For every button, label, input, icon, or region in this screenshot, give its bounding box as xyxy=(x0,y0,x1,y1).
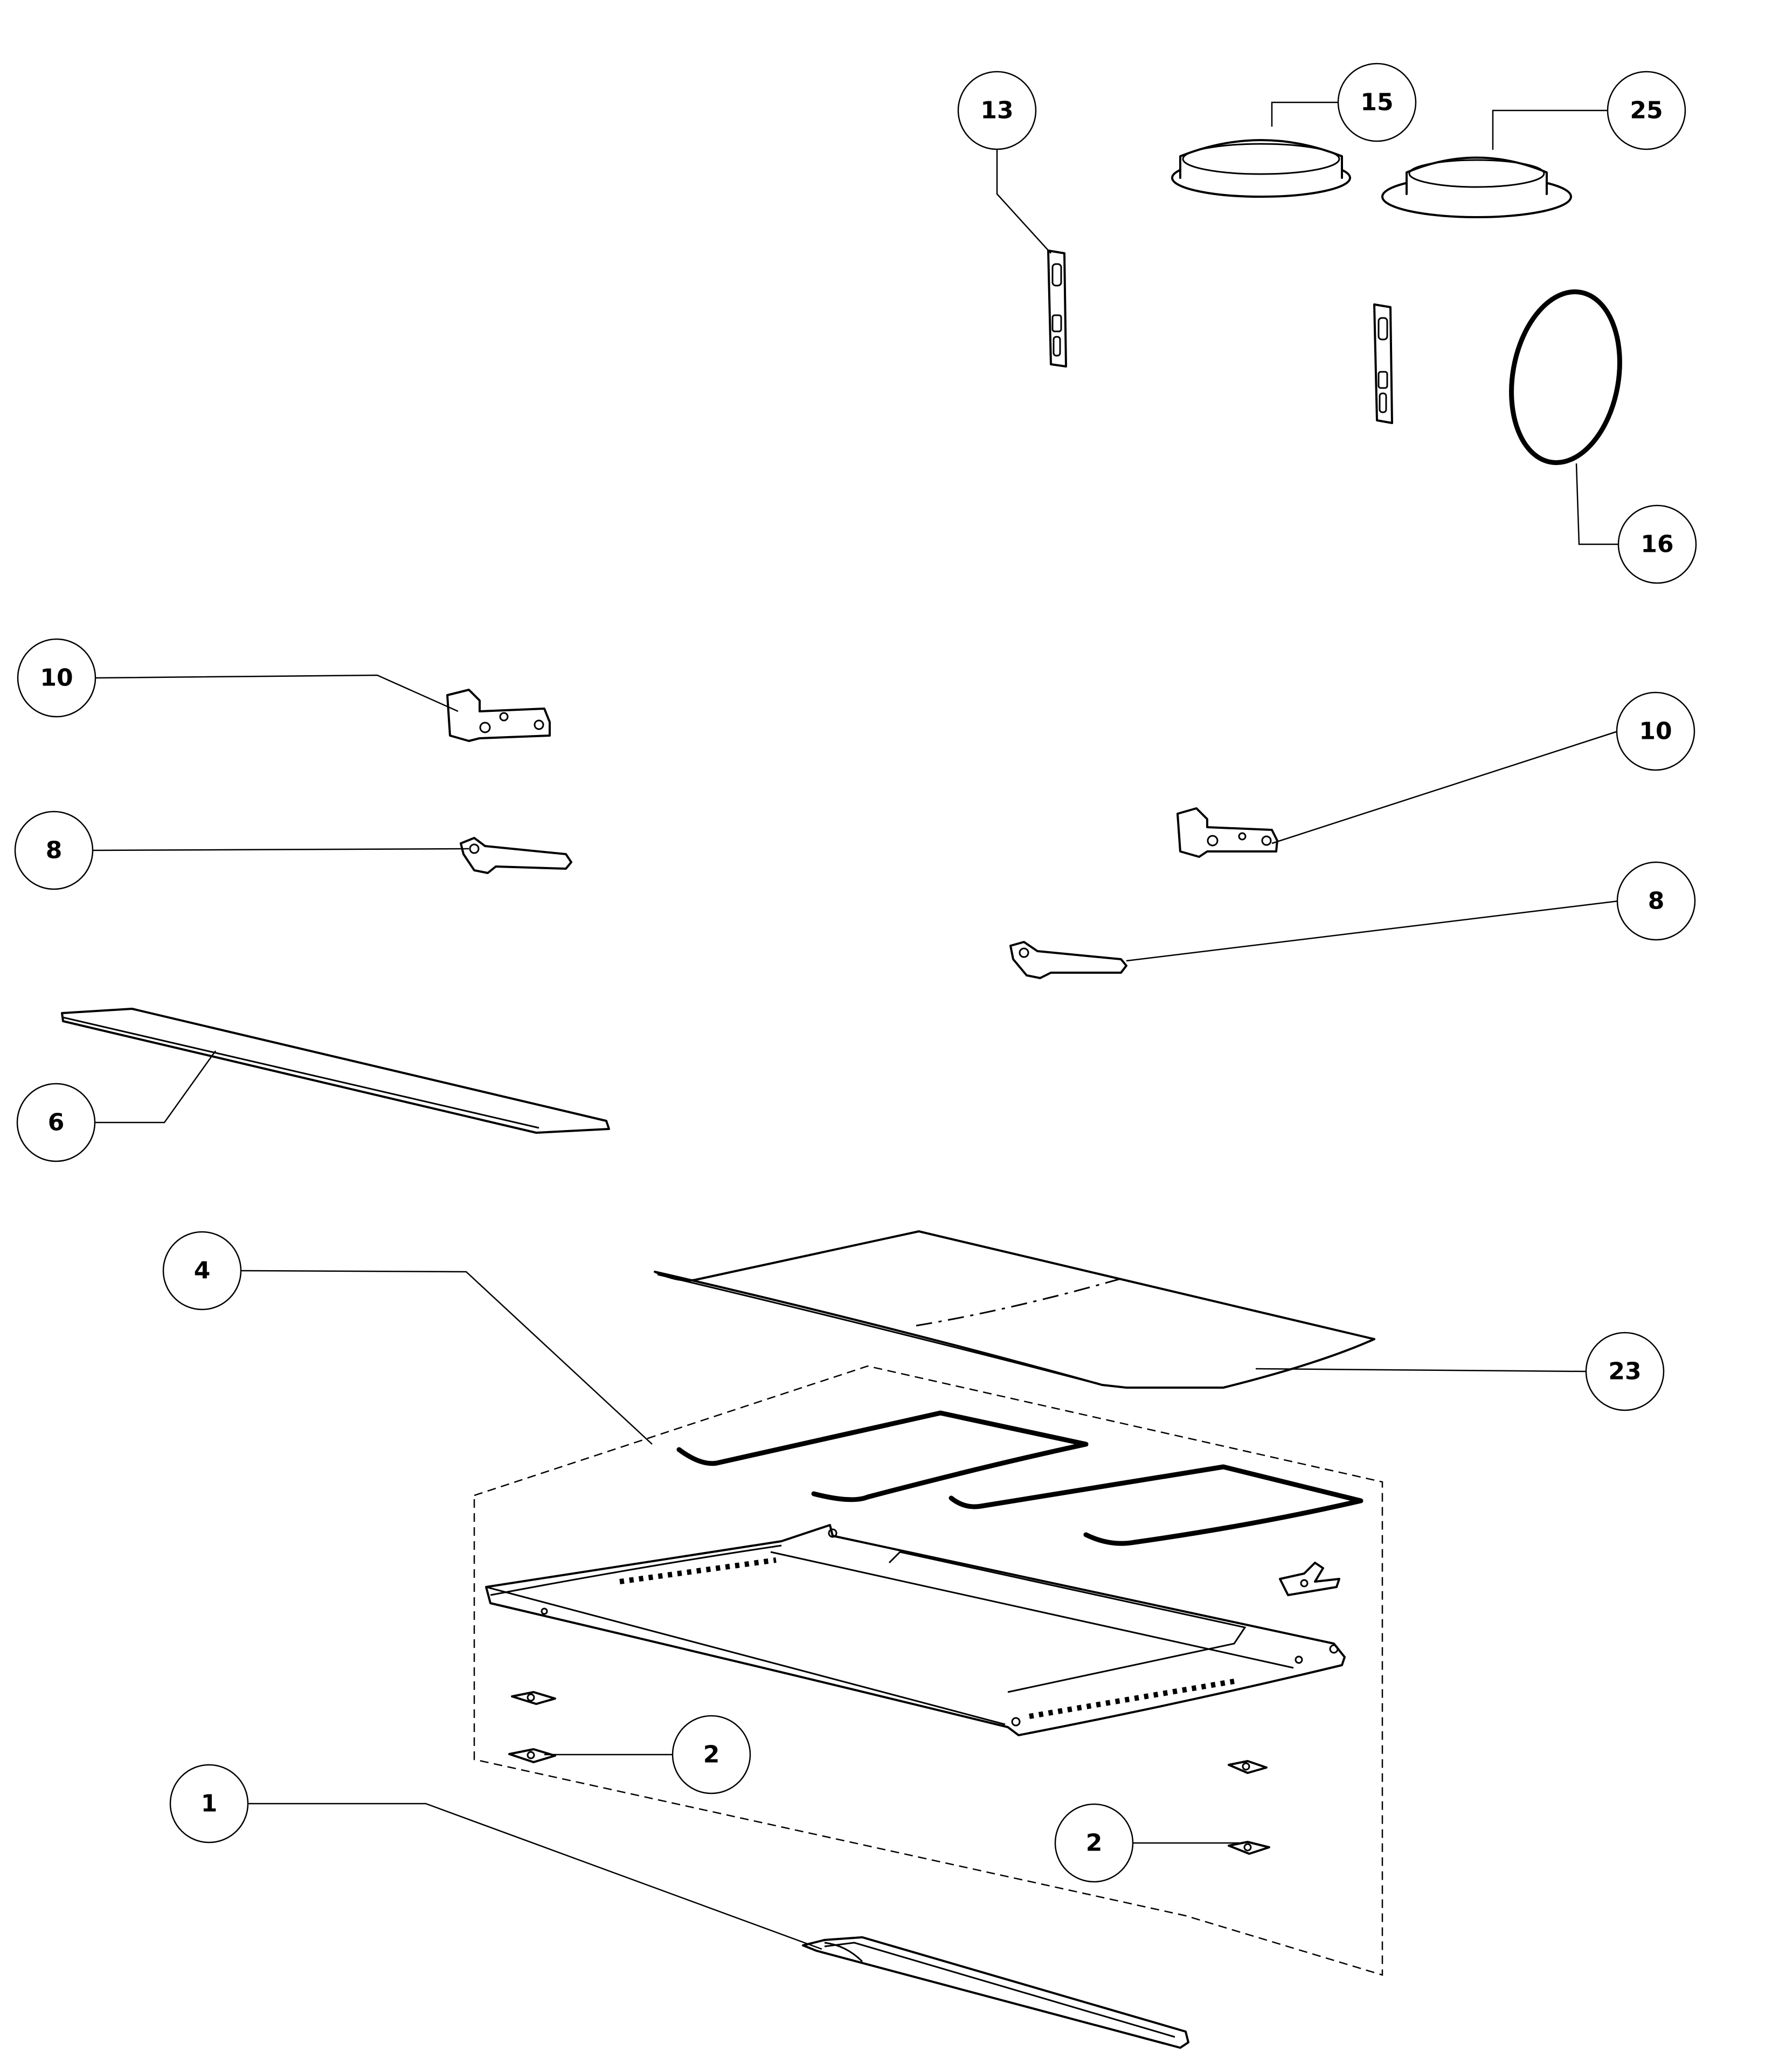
callout-23: 23 xyxy=(1585,1332,1665,1411)
callout-13: 13 xyxy=(957,71,1037,150)
callout-8-left-label: 8 xyxy=(46,837,63,864)
callout-2-left: 2 xyxy=(672,1715,751,1794)
callout-16: 16 xyxy=(1617,504,1697,584)
part-4-assembly-group xyxy=(473,1365,1383,1976)
part-1-bottom-trim xyxy=(802,1936,1189,2049)
clip-left-upper xyxy=(511,1691,556,1705)
part-8-latch-left xyxy=(460,837,572,874)
callout-2-left-label: 2 xyxy=(703,1741,720,1769)
callout-6: 6 xyxy=(16,1083,96,1162)
callout-4-label: 4 xyxy=(194,1257,211,1285)
part-6-flat-strip xyxy=(61,1008,610,1134)
callout-2-right: 2 xyxy=(1054,1803,1134,1883)
clip-left-lower xyxy=(508,1748,556,1763)
callout-25-label: 25 xyxy=(1630,97,1663,124)
part-8-latch-right xyxy=(1009,941,1127,979)
callout-8-right: 8 xyxy=(1616,861,1696,941)
gasket-1 xyxy=(676,1410,1089,1502)
callout-2-right-label: 2 xyxy=(1086,1830,1103,1857)
callout-10-right: 10 xyxy=(1616,691,1695,771)
clip-right-lower xyxy=(1228,1841,1270,1855)
callout-8-right-label: 8 xyxy=(1648,888,1665,915)
part-15-collar-ring xyxy=(1171,139,1351,198)
part-10-hinge-left xyxy=(446,689,551,742)
callout-23-label: 23 xyxy=(1608,1358,1641,1385)
part-16-round-filter xyxy=(1509,289,1622,465)
callout-25: 25 xyxy=(1607,71,1686,150)
clip-right-upper xyxy=(1228,1760,1268,1774)
callout-4: 4 xyxy=(162,1231,242,1311)
callout-16-label: 16 xyxy=(1640,531,1673,558)
callout-10-right-label: 10 xyxy=(1639,718,1672,745)
gasket-2 xyxy=(949,1464,1363,1546)
part-23-glass-panel xyxy=(654,1230,1375,1389)
callout-1-label: 1 xyxy=(201,1790,218,1818)
callout-6-label: 6 xyxy=(48,1109,65,1137)
callout-1: 1 xyxy=(169,1764,249,1844)
part-25-flange-ring xyxy=(1381,156,1572,218)
callout-15: 15 xyxy=(1337,63,1417,142)
callout-15-label: 15 xyxy=(1360,89,1393,116)
callout-10-left-label: 10 xyxy=(40,664,73,692)
part-13-bracket-left xyxy=(1047,250,1067,368)
leader-lines xyxy=(92,101,1619,1950)
callout-13-label: 13 xyxy=(980,97,1013,124)
callout-10-left: 10 xyxy=(17,638,96,718)
part-13-bracket-right xyxy=(1373,303,1393,424)
part-10-hinge-right xyxy=(1176,807,1278,858)
callout-8-left: 8 xyxy=(14,810,94,890)
